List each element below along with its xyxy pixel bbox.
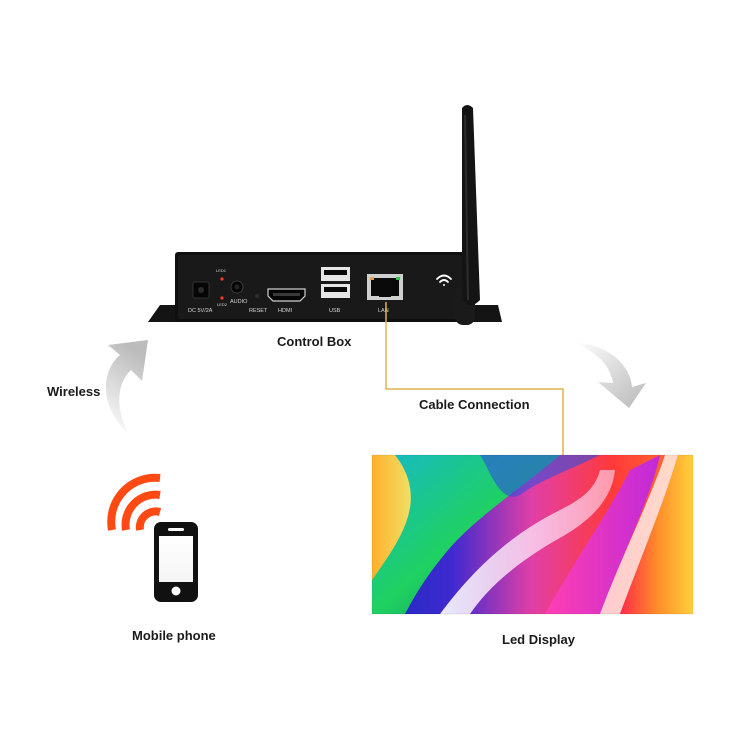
port-label-led2: LED2 [217,302,228,307]
control-box-device: DC 5V/2A LED1 LED2 AUDIO RESET HDMI USB [148,105,502,325]
usb-ports-icon [321,267,350,298]
port-label-led1: LED1 [216,268,227,273]
port-label-usb: USB [329,308,341,314]
wifi-signal-icon [107,473,162,531]
port-label-hdmi: HDMI [278,308,293,314]
led2-indicator-icon [220,296,224,300]
port-label-lan: LAN [378,308,389,314]
mobile-phone-icon [154,522,198,602]
port-label-audio: AUDIO [230,299,248,305]
led1-indicator-icon [220,277,224,281]
cable-connection-line [385,302,564,455]
wireless-arrow-icon [105,340,148,433]
dc-jack-icon [192,281,210,299]
hdmi-port-icon [267,288,306,302]
display-arrow-icon [573,342,646,408]
port-label-reset: RESET [249,308,268,314]
reset-button-icon [255,294,259,298]
wireless-label: Wireless [47,384,101,399]
lan-port-icon [367,274,403,300]
control-box-label: Control Box [277,334,352,349]
antenna-icon [455,105,480,325]
cable-connection-label: Cable Connection [419,397,530,412]
led-display-image [372,455,693,614]
port-label-dc: DC 5V/2A [188,308,213,314]
wifi-symbol-icon [436,274,452,286]
led-display-label: Led Display [502,632,575,647]
mobile-phone-label: Mobile phone [132,628,216,643]
